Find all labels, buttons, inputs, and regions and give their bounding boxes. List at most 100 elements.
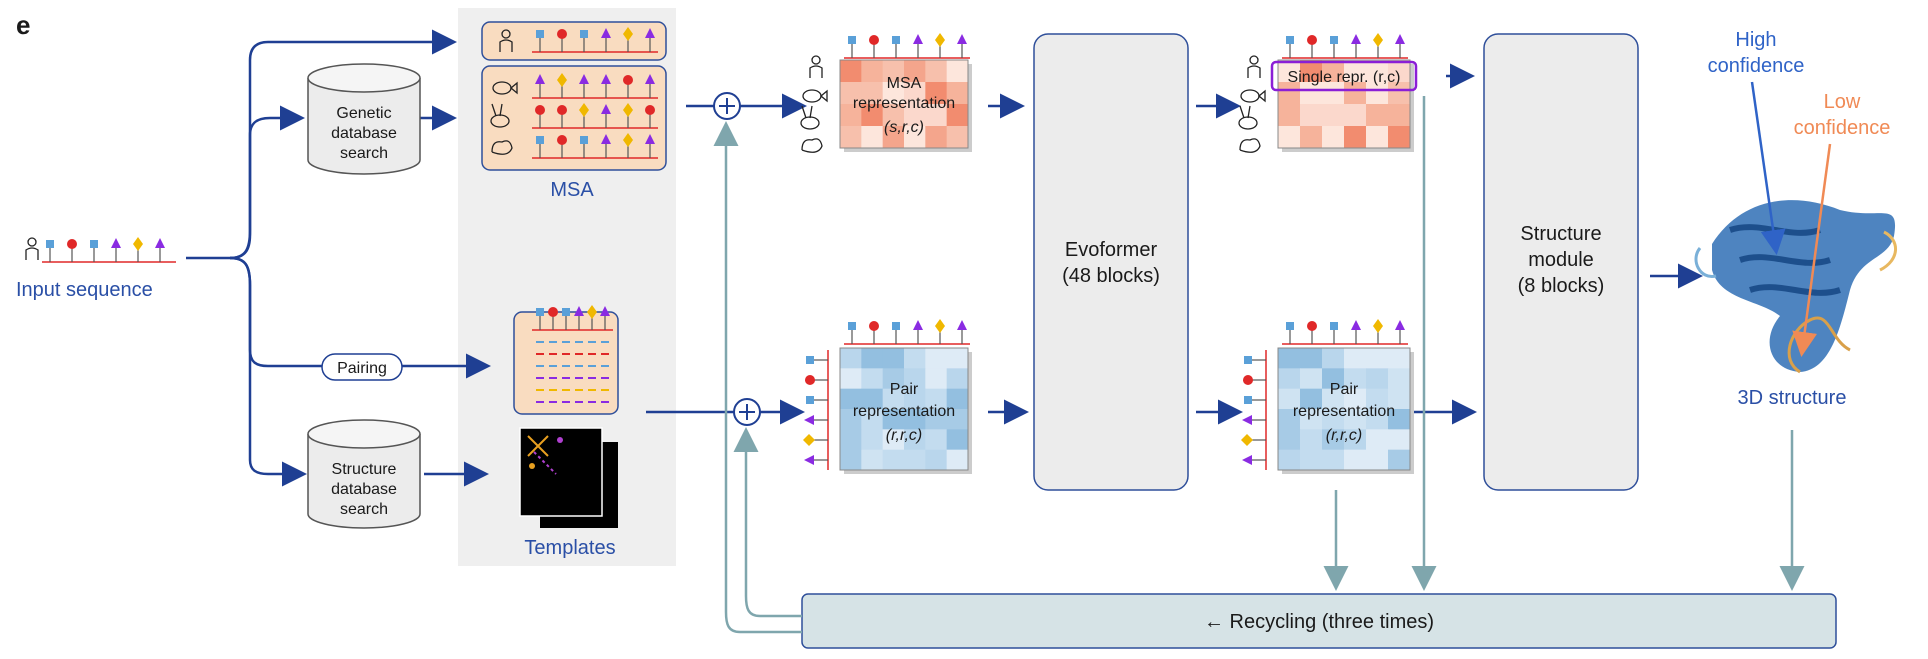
circle-glyph-icon	[548, 307, 558, 317]
square-glyph-icon	[1286, 36, 1294, 44]
triangle-glyph-icon	[804, 455, 814, 465]
circle-glyph-icon	[1307, 35, 1317, 45]
evoformer-subtitle: (48 blocks)	[1062, 265, 1160, 287]
triangle-glyph-icon	[1395, 34, 1405, 44]
diamond-glyph-icon	[803, 434, 815, 446]
msa-representation-heatmap	[839, 33, 972, 152]
msa-repr-line2: representation	[853, 95, 955, 112]
evoformer-title: Evoformer	[1065, 239, 1158, 261]
diamond-glyph-icon	[623, 103, 633, 117]
person-icon	[811, 55, 821, 65]
diamond-glyph-icon	[133, 237, 143, 251]
circle-glyph-icon	[557, 135, 567, 145]
pair-repr-out-line3: (r,r,c)	[1326, 427, 1362, 444]
circle-glyph-icon	[645, 105, 655, 115]
square-glyph-icon	[1286, 322, 1294, 330]
square-glyph-icon	[892, 322, 900, 330]
genetic-search-line2: database	[331, 125, 397, 142]
single-repr-species-icons	[1238, 55, 1266, 153]
structure-database-cylinder-icon	[307, 419, 421, 529]
triangle-glyph-icon	[1351, 320, 1361, 330]
triangle-glyph-icon	[645, 28, 655, 38]
low-confidence-line2: confidence	[1794, 117, 1891, 139]
structure-3d-label: 3D structure	[1738, 387, 1847, 409]
evoformer-block	[1033, 33, 1189, 491]
protein-structure-icon	[1694, 200, 1897, 374]
diamond-glyph-icon	[557, 73, 567, 87]
msa-query-box	[481, 21, 667, 61]
triangle-glyph-icon	[601, 104, 611, 114]
square-glyph-icon	[806, 396, 814, 404]
square-glyph-icon	[536, 308, 544, 316]
plus-node-msa	[713, 92, 741, 120]
structure-search-line3: search	[340, 501, 388, 518]
triangle-glyph-icon	[913, 34, 923, 44]
triangle-glyph-icon	[1242, 415, 1252, 425]
triangle-glyph-icon	[1351, 34, 1361, 44]
circle-glyph-icon	[869, 35, 879, 45]
triangle-glyph-icon	[913, 320, 923, 330]
square-glyph-icon	[536, 136, 544, 144]
triangle-glyph-icon	[111, 238, 121, 248]
single-repr-label-box	[1270, 60, 1418, 92]
diamond-glyph-icon	[623, 27, 633, 41]
pair-repr-line1: Pair	[890, 381, 919, 398]
msa-species-box	[481, 65, 667, 171]
square-glyph-icon	[1330, 322, 1338, 330]
triangle-glyph-icon	[574, 306, 584, 316]
circle-glyph-icon	[535, 105, 545, 115]
square-glyph-icon	[536, 30, 544, 38]
rabbit-icon	[800, 116, 820, 130]
pairing-pill	[321, 353, 403, 381]
triangle-glyph-icon	[601, 74, 611, 84]
msa-label: MSA	[550, 179, 594, 201]
circle-glyph-icon	[1307, 321, 1317, 331]
structure-module-line3: (8 blocks)	[1518, 275, 1605, 297]
high-confidence-line2: confidence	[1708, 55, 1805, 77]
square-glyph-icon	[580, 136, 588, 144]
square-glyph-icon	[848, 36, 856, 44]
square-glyph-icon	[1330, 36, 1338, 44]
recycling-label: ← Recycling (three times)	[1204, 611, 1434, 633]
triangle-glyph-icon	[645, 134, 655, 144]
pair-repr-out-line1: Pair	[1330, 381, 1359, 398]
triangle-glyph-icon	[645, 74, 655, 84]
structure-search-line1: Structure	[332, 461, 397, 478]
pair-repr-out-line2: representation	[1293, 403, 1395, 420]
single-representation-heatmap	[1277, 33, 1414, 152]
diamond-glyph-icon	[935, 319, 945, 333]
square-glyph-icon	[848, 322, 856, 330]
person-icon	[501, 29, 511, 39]
input-sequence-glyphs	[25, 237, 176, 263]
fish-icon	[1240, 89, 1260, 103]
structure-module-line2: module	[1528, 249, 1594, 271]
circle-glyph-icon	[1243, 375, 1253, 385]
structure-module-block	[1483, 33, 1639, 491]
triangle-glyph-icon	[601, 134, 611, 144]
genetic-database-cylinder-icon	[307, 63, 421, 175]
triangle-glyph-icon	[804, 415, 814, 425]
diamond-glyph-icon	[623, 133, 633, 147]
square-glyph-icon	[46, 240, 54, 248]
fish-icon	[802, 89, 822, 103]
triangle-glyph-icon	[535, 74, 545, 84]
triangle-glyph-icon	[579, 74, 589, 84]
circle-glyph-icon	[869, 321, 879, 331]
triangle-glyph-icon	[600, 306, 610, 316]
square-glyph-icon	[562, 308, 570, 316]
square-glyph-icon	[580, 30, 588, 38]
low-confidence-line1: Low	[1824, 91, 1861, 113]
circle-glyph-icon	[557, 29, 567, 39]
triangle-glyph-icon	[1395, 320, 1405, 330]
panel-letter: e	[16, 10, 30, 40]
circle-glyph-icon	[557, 105, 567, 115]
templates-label: Templates	[524, 537, 615, 559]
diamond-glyph-icon	[587, 305, 597, 319]
triangle-glyph-icon	[957, 320, 967, 330]
msa-repr-line3: (s,r,c)	[884, 119, 924, 136]
pair-representation-out-heatmap	[1277, 319, 1414, 474]
input-sequence-label: Input sequence	[16, 279, 153, 301]
triangle-glyph-icon	[601, 28, 611, 38]
structure-module-line1: Structure	[1520, 223, 1601, 245]
